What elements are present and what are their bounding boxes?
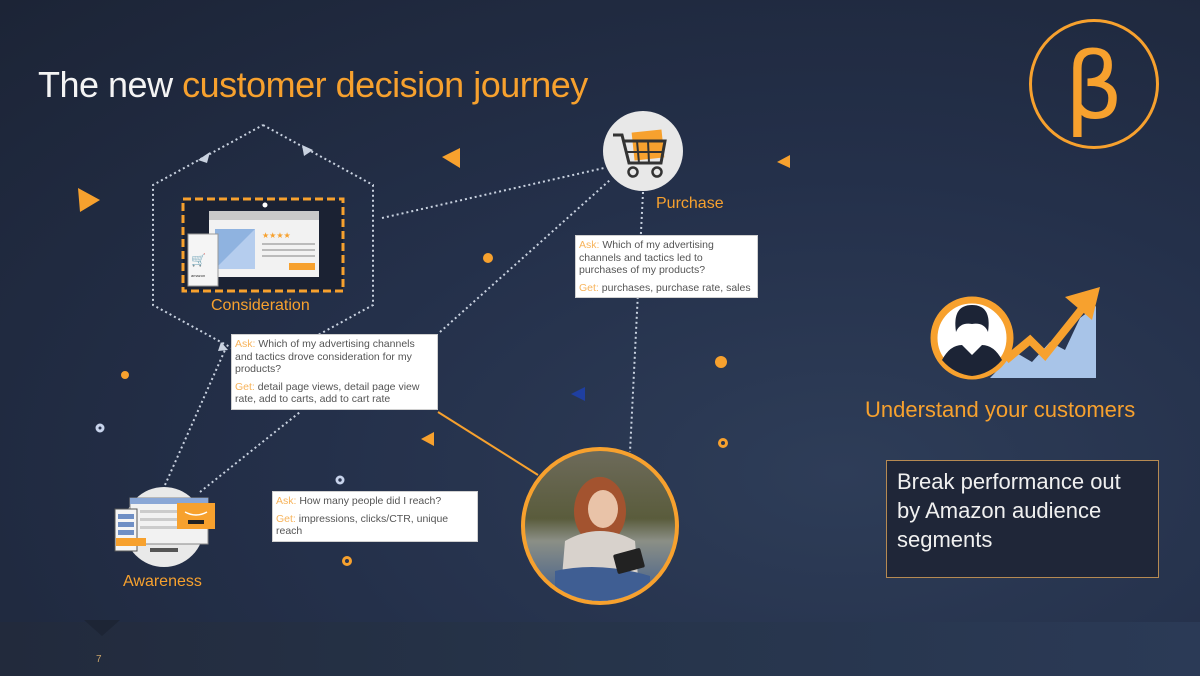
dot-decoration [483, 253, 493, 263]
footer-notch [84, 620, 120, 636]
ask-key: Ask: [579, 239, 600, 251]
title-highlight: customer decision journey [182, 64, 588, 105]
ask-text: How many people did I reach? [299, 495, 442, 507]
get-text: detail page views, detail page view rate… [235, 380, 420, 406]
ask-key: Ask: [276, 495, 297, 507]
purchase-node [603, 111, 683, 191]
page-number: 7 [96, 654, 102, 665]
svg-text:🛒: 🛒 [191, 253, 206, 267]
dot-decoration [715, 356, 727, 368]
arrow-head-icon [198, 152, 210, 163]
stage-label-consideration: Consideration [211, 297, 310, 314]
ask-key: Ask: [235, 338, 256, 350]
callout-awareness: Ask: How many people did I reach? Get: i… [272, 491, 478, 542]
footer-band [0, 622, 1200, 676]
customer-growth-chart-icon [930, 287, 1100, 380]
desktop-ad-icon [114, 487, 215, 567]
triangle-decoration [78, 188, 100, 212]
ask-text: Which of my advertising channels and tac… [235, 338, 415, 375]
get-key: Get: [235, 380, 255, 393]
logo-glyph: β [1064, 33, 1124, 140]
triangle-decoration [421, 432, 434, 446]
arrow-head-icon [218, 342, 228, 351]
arrow-head-icon [302, 145, 313, 156]
triangle-decoration [571, 387, 585, 401]
understand-customers-label: Understand your customers [865, 397, 1136, 422]
page-title: The new customer decision journey [38, 64, 588, 106]
get-text: purchases, purchase rate, sales [601, 281, 751, 294]
stage-label-awareness: Awareness [123, 573, 202, 590]
beta-logo-icon: β [1029, 19, 1159, 149]
callout-consideration: Ask: Which of my advertising channels an… [231, 334, 438, 410]
triangle-decoration [777, 155, 790, 168]
get-key: Get: [579, 281, 599, 294]
get-key: Get: [276, 512, 296, 525]
title-prefix: The new [38, 64, 183, 105]
break-performance-box: Break performance out by Amazon audience… [886, 460, 1159, 578]
svg-text:★★★★: ★★★★ [262, 231, 291, 240]
get-text: impressions, clicks/CTR, unique reach [276, 512, 449, 538]
triangle-decoration [442, 148, 460, 168]
break-performance-text: Break performance out by Amazon audience… [897, 469, 1121, 552]
browser-mobile-product-page-icon: ★★★★ 🛒 amazon [181, 197, 345, 293]
woman-reading-tablet-photo [521, 447, 679, 605]
ask-text: Which of my advertising channels and tac… [579, 239, 714, 276]
shopping-cart-icon [613, 129, 667, 178]
stage-label-purchase: Purchase [656, 195, 724, 212]
dot-decoration [121, 371, 129, 379]
callout-purchase: Ask: Which of my advertising channels an… [575, 235, 758, 298]
svg-text:amazon: amazon [191, 273, 205, 278]
